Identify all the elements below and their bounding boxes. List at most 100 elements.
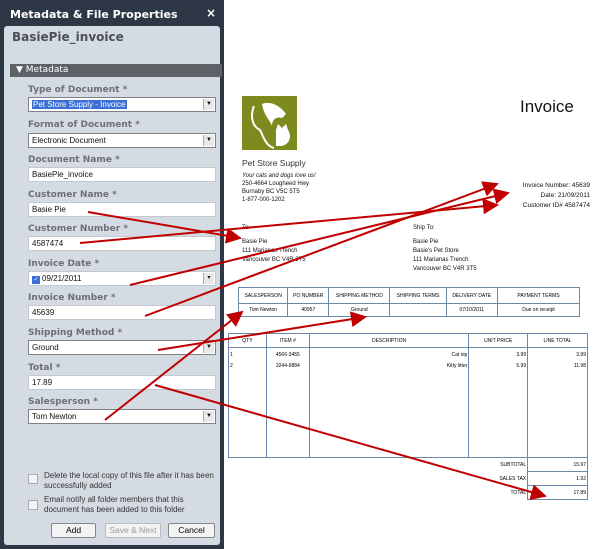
collapse-triangle-icon: ▼	[16, 65, 26, 75]
items-header: UNIT PRICE	[468, 333, 529, 348]
to-line: 111 Marianas Trench	[242, 248, 298, 254]
total-label: Total *	[28, 363, 61, 373]
invoice-number-text: Invoice Number: 45639	[522, 182, 590, 189]
type-select[interactable]: Pet Store Supply - Invoice ▼	[28, 97, 216, 112]
delete-local-checkbox[interactable]	[28, 474, 38, 484]
items-header: DESCRIPTION	[308, 333, 470, 348]
customer-number-label: Customer Number *	[28, 224, 129, 234]
date-checkbox[interactable]: ✓	[32, 276, 40, 284]
item-cell: 3244-9884	[265, 361, 310, 458]
add-button[interactable]: Add	[51, 523, 96, 538]
subtotal-label: SUBTOTAL	[228, 457, 528, 472]
tax-label: SALES TAX	[499, 475, 527, 482]
item-cell: 2	[228, 361, 267, 458]
item-cell: 3.99	[468, 347, 529, 362]
ship-line: Basie's Pet Store	[413, 248, 459, 254]
format-label: Format of Document *	[28, 120, 140, 130]
items-header: ITEM #	[265, 333, 310, 348]
company-address: 250-4664 Lougheed Hwy	[242, 181, 310, 187]
tagline: Your cats and dogs love us!	[242, 173, 316, 179]
chevron-down-icon: ▼	[203, 342, 214, 353]
ship-line: 111 Marianas Trench	[413, 257, 469, 263]
invoice-meta: Invoice Number: 45639 Date: 21/09/2011 C…	[480, 181, 590, 211]
company-name: Pet Store Supply	[242, 158, 306, 168]
section-label: Metadata	[25, 65, 69, 75]
format-value: Electronic Document	[32, 136, 106, 145]
salesperson-label: Salesperson *	[28, 397, 98, 407]
document-name-input[interactable]: BasiePie_invoice	[28, 167, 216, 182]
to-line: Basie Pie	[242, 239, 268, 245]
item-cell: Kitty litter	[308, 361, 470, 458]
company-city: Burnaby BC V5C 5T5	[242, 189, 300, 195]
tax-value: 1.92	[527, 471, 588, 486]
item-cell: 5.99	[468, 361, 529, 458]
invoice-title: Invoice	[520, 97, 574, 116]
chevron-down-icon: ▼	[203, 411, 214, 422]
shipping-value: Ground	[32, 343, 59, 352]
pets-logo-icon	[251, 102, 290, 149]
order-cell: Ground	[328, 303, 391, 317]
salesperson-select[interactable]: Tom Newton ▼	[28, 409, 216, 424]
ship-label: Ship To:	[413, 225, 435, 231]
item-cell: Cat nip	[308, 347, 470, 362]
invoice-date-text: Date: 21/09/2011	[540, 192, 590, 199]
item-cell: 4566-3455	[265, 347, 310, 362]
customer-id-text: Customer ID# 4587474	[522, 202, 590, 209]
item-cell: 1	[228, 347, 267, 362]
order-header: SHIPPING METHOD	[328, 287, 391, 304]
calendar-icon[interactable]: ▾	[203, 273, 214, 284]
type-label: Type of Document *	[28, 85, 128, 95]
total-value: 17.89	[527, 485, 588, 500]
order-header: PO NUMBER	[287, 287, 330, 304]
order-header: SHIPPING TERMS	[389, 287, 447, 304]
type-value: Pet Store Supply - Invoice	[32, 100, 127, 109]
order-cell	[389, 303, 447, 317]
total-input[interactable]: 17.89	[28, 375, 216, 390]
invoice-date-label: Invoice Date *	[28, 259, 100, 269]
customer-name-input[interactable]: Basie Pie	[28, 202, 216, 217]
ship-line: Basie Pie	[413, 239, 439, 245]
customer-name-label: Customer Name *	[28, 190, 117, 200]
chevron-down-icon: ▼	[203, 99, 214, 110]
total-label: TOTAL	[510, 489, 527, 496]
subtotal-value: 15.97	[527, 457, 588, 472]
item-cell: 3.99	[527, 347, 588, 362]
invoice-date-input[interactable]: ✓09/21/2011▾	[28, 271, 216, 286]
shipping-label: Shipping Method *	[28, 328, 123, 338]
panel-title: Metadata & File Properties	[10, 8, 178, 21]
items-header: LINE TOTAL	[527, 333, 588, 348]
salesperson-value: Tom Newton	[32, 412, 77, 421]
invoice-number-label: Invoice Number *	[28, 293, 116, 303]
invoice-number-input[interactable]: 45639	[28, 305, 216, 320]
cancel-button[interactable]: Cancel	[168, 523, 215, 538]
metadata-panel: Metadata & File Properties × BasiePie_in…	[0, 0, 224, 549]
metadata-section-header[interactable]: ▼ Metadata	[10, 64, 222, 77]
panel-body: BasiePie_invoice ▼ Metadata Type of Docu…	[4, 26, 222, 545]
shipping-select[interactable]: Ground ▼	[28, 340, 216, 355]
order-cell: 07/10/2011	[445, 303, 499, 317]
close-icon[interactable]: ×	[205, 6, 216, 20]
format-select[interactable]: Electronic Document ▼	[28, 133, 216, 148]
email-notify-checkbox[interactable]	[28, 500, 38, 510]
chevron-down-icon: ▼	[203, 135, 214, 146]
ship-line: Vancouver BC V4R 3T5	[413, 266, 477, 272]
to-line: Vancouver BC V4R 3T5	[242, 257, 306, 263]
order-cell: Tom Newton	[237, 303, 289, 317]
customer-number-input[interactable]: 4587474	[28, 236, 216, 251]
order-cell: 40957	[287, 303, 330, 317]
company-phone: 1-877-000-1202	[242, 197, 285, 203]
bill-to: To: Basie Pie 111 Marianas Trench Vancou…	[242, 224, 306, 265]
to-label: To:	[242, 225, 251, 231]
items-header: QTY	[228, 333, 267, 348]
email-notify-text: Email notify all folder members that thi…	[44, 495, 185, 514]
save-next-button[interactable]: Save & Next	[105, 523, 161, 538]
order-header: SALESPERSON	[237, 287, 289, 304]
